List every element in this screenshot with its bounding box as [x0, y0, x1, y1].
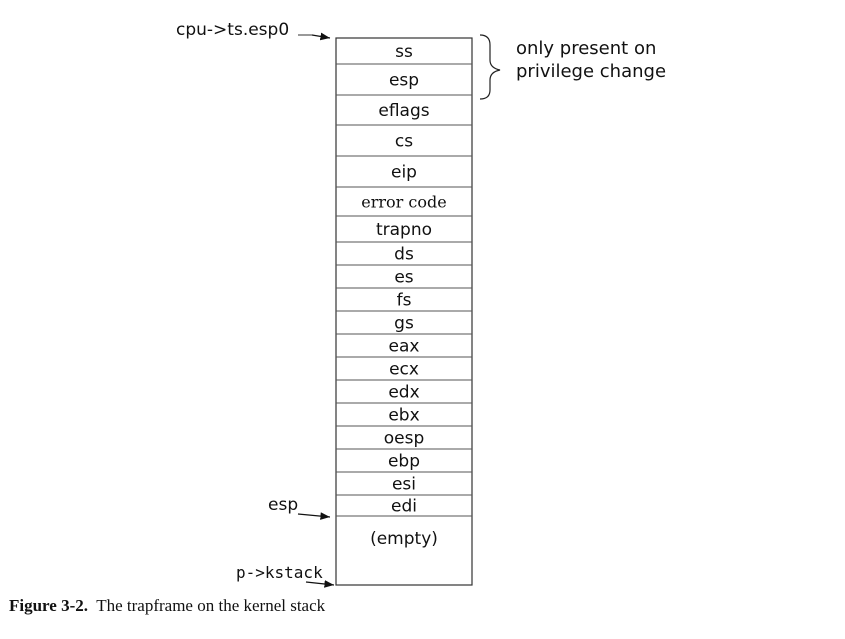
stack-cell-fs: fs [397, 291, 412, 311]
stack-separators [336, 63, 472, 517]
brace-note-line-1: only present on [516, 38, 656, 59]
pointer-label-kstack: p->kstack [236, 563, 323, 582]
figure-caption: Figure 3-2. The trapframe on the kernel … [9, 596, 325, 616]
stack-cell-empty: (empty) [370, 529, 438, 549]
stack-cell-ecx: ecx [389, 360, 419, 380]
brace-icon [479, 34, 501, 100]
stack-cell-trapno: trapno [376, 220, 432, 240]
brace-note-line-2: privilege change [516, 61, 666, 82]
pointer-label-esp: esp [268, 495, 298, 515]
pointer-label-top: cpu->ts.esp0 [176, 20, 289, 40]
stack-cell-ds: ds [394, 245, 414, 265]
stack-cell-error-code: error code [361, 193, 446, 212]
stack-cell-edi: edi [391, 497, 417, 517]
stack-cell-eax: eax [389, 337, 420, 357]
stack-cell-esp: esp [389, 71, 419, 91]
stack-cell-ebp: ebp [388, 452, 420, 472]
stack-cell-ebx: ebx [388, 406, 419, 426]
stack-cell-es: es [394, 268, 413, 288]
pointer-arrow-kstack [305, 580, 335, 588]
stack-cell-ss: ss [395, 42, 413, 62]
stack-cells: ss esp eflags cs eip error code trapno ds es fs gs… [361, 42, 446, 549]
stack-cell-esi: esi [392, 475, 416, 495]
stack-cell-gs: gs [394, 314, 414, 334]
figure-caption-label: Figure 3-2. [9, 596, 89, 615]
pointer-arrow-esp [297, 512, 331, 520]
stack-cell-oesp: oesp [384, 429, 425, 449]
stack-cell-cs: cs [395, 132, 413, 152]
pointer-arrow-top-head [311, 32, 331, 41]
stack-cell-eip: eip [391, 163, 417, 183]
figure-caption-text: The trapframe on the kernel stack [96, 596, 326, 615]
stack-cell-eflags: eflags [378, 101, 429, 121]
stack-cell-edx: edx [388, 383, 419, 403]
